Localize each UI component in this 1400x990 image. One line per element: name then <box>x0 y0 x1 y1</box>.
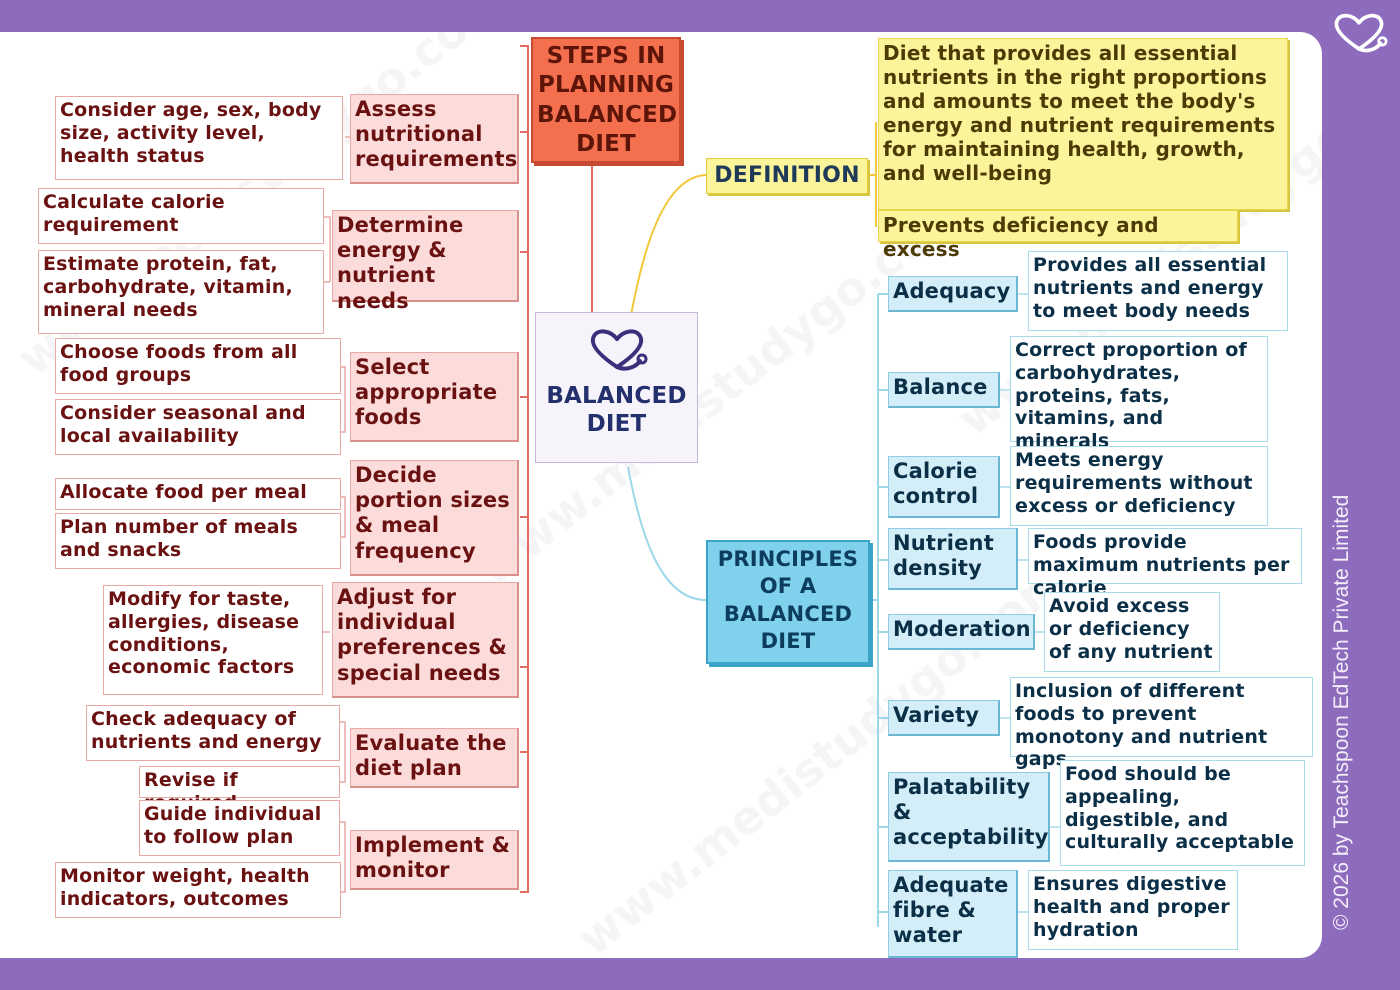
detail-estimate-nutrients: Estimate protein, fat, carbohydrate, vit… <box>38 250 324 334</box>
heart-stethoscope-icon <box>590 329 647 371</box>
definition-text: Diet that provides all essential nutrien… <box>878 38 1288 210</box>
steps-title: STEPS IN PLANNING BALANCED DIET <box>531 37 681 163</box>
definition-label: DEFINITION <box>706 158 868 194</box>
center-title: BALANCED DIET <box>546 383 687 437</box>
principle-detail-moderation: Avoid excess or deficiency of any nutrie… <box>1044 592 1220 672</box>
detail-meals-snacks: Plan number of meals and snacks <box>55 513 341 569</box>
heart-stethoscope-icon <box>1334 13 1388 53</box>
detail-consider-age: Consider age, sex, body size, activity l… <box>55 96 343 180</box>
principle-detail-balance: Correct proportion of carbohydrates, pro… <box>1010 336 1268 452</box>
connector-lines <box>322 45 1060 927</box>
principle-variety: Variety <box>888 700 1000 736</box>
principle-detail-variety: Inclusion of different foods to prevent … <box>1010 677 1313 770</box>
principle-fibre-water: Adequate fibre & water <box>888 870 1018 958</box>
principle-adequacy: Adequacy <box>888 276 1018 312</box>
step-decide: Decide portion sizes & meal frequency <box>350 460 519 576</box>
principle-detail-palatability: Food should be appealing, digestible, an… <box>1060 760 1305 866</box>
detail-food-groups: Choose foods from all food groups <box>55 338 341 394</box>
detail-guide: Guide individual to follow plan <box>139 800 340 856</box>
principle-detail-adequacy: Provides all essential nutrients and ene… <box>1028 251 1288 331</box>
step-evaluate: Evaluate the diet plan <box>350 728 519 788</box>
detail-modify: Modify for taste, allergies, disease con… <box>103 585 323 695</box>
principle-balance: Balance <box>888 372 1000 408</box>
center-node: BALANCED DIET <box>535 312 698 463</box>
step-implement: Implement & monitor <box>350 830 519 890</box>
principle-detail-fibre-water: Ensures digestive health and proper hydr… <box>1028 870 1238 950</box>
principle-calorie-control: Calorie control <box>888 456 1000 518</box>
definition-note: Prevents deficiency and excess <box>878 210 1238 261</box>
detail-allocate: Allocate food per meal <box>55 478 341 510</box>
detail-check-adequacy: Check adequacy of nutrients and energy <box>86 705 340 761</box>
principle-palatability: Palatability & acceptability <box>888 772 1050 862</box>
copyright-text: © 2026 by Teachspoon EdTech Private Limi… <box>1330 494 1353 930</box>
principle-detail-nutrient-density: Foods provide maximum nutrients per calo… <box>1028 528 1302 599</box>
mind-map-canvas: www.medistudygo.com www.medistudygo.com … <box>0 32 1322 958</box>
principle-detail-calorie-control: Meets energy requirements without excess… <box>1010 446 1268 526</box>
detail-monitor: Monitor weight, health indicators, outco… <box>55 862 341 918</box>
detail-revise: Revise if required <box>139 766 340 814</box>
step-select: Select appropriate foods <box>350 352 519 442</box>
principles-title: PRINCIPLES OF A BALANCED DIET <box>706 540 870 664</box>
step-determine: Determine energy & nutrient needs <box>332 210 519 313</box>
principle-nutrient-density: Nutrient density <box>888 528 1018 590</box>
step-adjust: Adjust for individual preferences & spec… <box>332 582 519 698</box>
step-assess: Assess nutritional requirements <box>350 94 519 184</box>
principle-moderation: Moderation <box>888 614 1035 650</box>
detail-seasonal: Consider seasonal and local availability <box>55 399 341 455</box>
detail-calorie: Calculate calorie requirement <box>38 188 324 244</box>
